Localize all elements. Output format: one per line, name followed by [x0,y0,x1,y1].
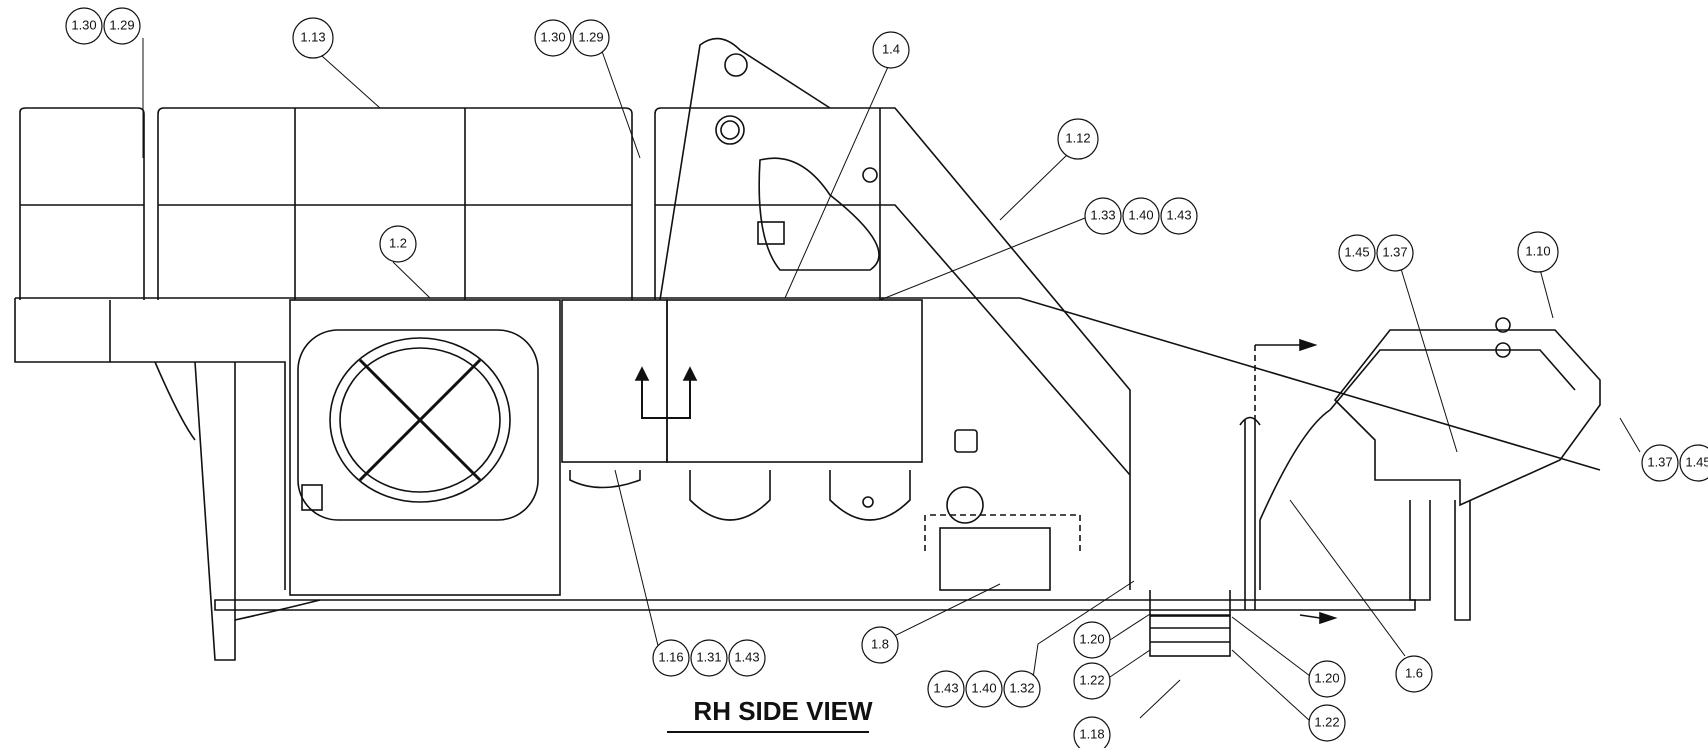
balloon-1-22-a [1073,662,1111,700]
balloon-1-8 [861,626,899,664]
balloon-label: 1.31 [696,649,721,664]
balloon-label: 1.43 [933,680,958,695]
balloon-label: 1.40 [1128,207,1153,222]
balloon-1-12 [1057,118,1099,160]
balloon-1-31 [690,639,728,677]
balloon-label: 1.20 [1314,670,1339,685]
balloon-1-16 [652,639,690,677]
balloon-label: 1.43 [734,649,759,664]
balloon-label: 1.13 [300,29,325,44]
balloon-label: 1.33 [1090,207,1115,222]
main-deck [15,297,1601,471]
balloon-label: 1.45 [1685,454,1708,469]
balloon-label: 1.37 [1382,244,1407,259]
balloon-1-40-a [1122,197,1160,235]
control-panel-right [666,299,923,463]
balloon-label: 1.10 [1525,243,1550,258]
balloon-label: 1.12 [1065,130,1090,145]
balloon-labels: 1.30 1.29 1.13 1.30 1.29 1.4 1.12 1.33 1… [71,17,1708,741]
view-title: RH SIDE VIEW [693,696,873,726]
balloon-1-45-a [1338,234,1376,272]
balloon-1-4 [872,31,910,69]
balloon-1-45-b [1679,444,1708,482]
balloon-1-43-a [1160,197,1198,235]
engine-enclosure [289,299,561,596]
balloon-label: 1.43 [1166,207,1191,222]
lower-frame-rail [214,599,1416,611]
balloon-label: 1.29 [578,29,603,44]
balloon-label: 1.2 [389,235,407,250]
leader-lines [142,38,1641,722]
balloon-1-30-b [534,19,572,57]
balloon-1-20-a [1073,621,1111,659]
balloon-label: 1.16 [658,649,683,664]
handrail-middle [157,107,633,300]
balloon-1-2 [379,225,417,263]
balloon-1-37-a [1376,234,1414,272]
machine-outline [14,37,1601,661]
balloon-label: 1.32 [1009,680,1034,695]
balloon-label: 1.40 [971,680,996,695]
balloon-1-37-b [1641,444,1679,482]
control-panel-left [561,299,668,463]
callout-balloons [65,7,1708,753]
balloon-label: 1.30 [540,29,565,44]
balloon-1-32 [1003,670,1041,708]
balloon-label: 1.18 [1079,726,1104,741]
balloon-1-10 [1517,231,1559,273]
balloon-1-30-a [65,7,103,45]
balloon-label: 1.30 [71,17,96,32]
fan-guard [329,337,511,503]
balloon-1-29-a [103,7,141,45]
balloon-1-43-b [728,639,766,677]
balloon-label: 1.29 [109,17,134,32]
balloon-label: 1.4 [882,41,900,56]
balloon-1-22-b [1308,704,1346,742]
handrail-right [654,107,1131,590]
balloon-1-43-c [927,670,965,708]
balloon-label: 1.22 [1079,672,1104,687]
balloon-1-29-b [572,19,610,57]
balloon-1-13 [292,17,334,59]
balloon-label: 1.37 [1647,454,1672,469]
balloon-1-33 [1084,197,1122,235]
balloon-1-6 [1395,655,1433,693]
balloon-label: 1.45 [1344,244,1369,259]
balloon-1-40-b [965,670,1003,708]
balloon-label: 1.6 [1405,665,1423,680]
balloon-label: 1.20 [1079,631,1104,646]
balloon-1-20-b [1308,660,1346,698]
balloon-1-18 [1073,716,1111,753]
handrail-left [19,107,145,300]
balloon-label: 1.22 [1314,714,1339,729]
pump-assembly [939,527,1051,591]
step-ladder [1149,615,1231,657]
hopper [1333,329,1601,507]
balloon-label: 1.8 [871,636,889,651]
